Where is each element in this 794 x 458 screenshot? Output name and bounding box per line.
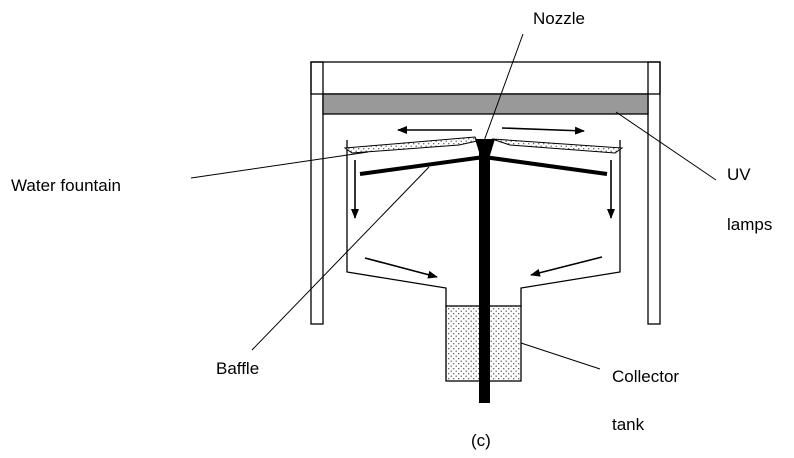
label-collector: Collector	[612, 367, 679, 386]
figure-caption: (c)	[471, 431, 491, 450]
frame-top-bar	[310, 61, 661, 95]
leader-lines	[190, 33, 717, 370]
leader-baffle	[251, 166, 430, 351]
leader-uv-lamps	[615, 111, 717, 181]
label-water-fountain: Water fountain	[11, 176, 121, 195]
label-uv: UV	[727, 165, 751, 184]
flow-arrow-top-right	[501, 126, 585, 135]
vessel-left-wall	[346, 140, 447, 307]
leader-water-fountain	[190, 151, 369, 179]
uv-lamps	[322, 93, 649, 115]
flow-arrows	[351, 126, 615, 279]
frame-right-leg	[647, 61, 661, 325]
baffle-left	[359, 155, 485, 176]
label-nozzle: Nozzle	[533, 9, 585, 28]
label-lamps: lamps	[727, 215, 772, 234]
leader-nozzle	[483, 33, 524, 142]
central-pipe	[479, 150, 490, 403]
baffle-right	[483, 155, 608, 176]
frame-left-leg	[310, 61, 324, 325]
label-baffle: Baffle	[216, 359, 259, 378]
water-sheet-left	[343, 136, 478, 154]
vessel-right-wall	[520, 140, 621, 307]
flow-arrow-bottom-right	[530, 256, 603, 277]
water-sheet-right	[491, 138, 624, 154]
flow-arrow-bottom-left	[364, 257, 438, 279]
leader-collector-tank	[520, 342, 601, 370]
label-tank: tank	[612, 415, 645, 434]
nozzle	[475, 139, 495, 165]
